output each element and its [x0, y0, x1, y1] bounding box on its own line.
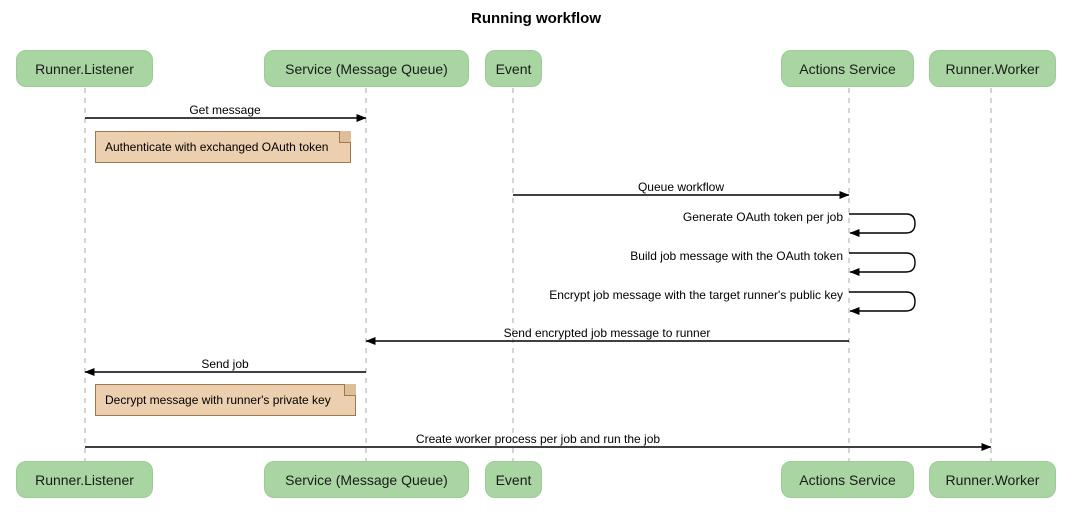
message-label-queue-workflow: Queue workflow [637, 180, 725, 194]
participant-service-mq-top[interactable]: Service (Message Queue) [264, 50, 469, 87]
participant-runner-worker-top[interactable]: Runner.Worker [929, 50, 1056, 87]
lifelines-group [84, 88, 992, 461]
note-text: Authenticate with exchanged OAuth token [105, 140, 329, 154]
note-fold-corner-icon [344, 384, 356, 396]
participant-label: Actions Service [799, 471, 896, 488]
participant-service-mq-bottom[interactable]: Service (Message Queue) [264, 461, 469, 498]
messages-group [84, 114, 992, 451]
message-selfloop-build-job-message-with-the-oauth-token [849, 252, 916, 276]
participant-label: Event [495, 60, 532, 77]
message-label-send-encrypted-job-message-to-runner: Send encrypted job message to runner [503, 326, 711, 340]
note-text: Decrypt message with runner's private ke… [105, 393, 331, 407]
message-selfloop-generate-oauth-token-per-job [849, 213, 916, 237]
participant-runner-listener-bottom[interactable]: Runner.Listener [16, 461, 153, 498]
participant-label: Runner.Listener [35, 60, 134, 77]
participant-event-top[interactable]: Event [485, 50, 542, 87]
note-fold-corner-icon [339, 131, 351, 143]
participant-label: Event [495, 471, 532, 488]
participant-runner-worker-bottom[interactable]: Runner.Worker [929, 461, 1056, 498]
message-label-generate-oauth-token-per-job: Generate OAuth token per job [682, 210, 843, 224]
participant-actions-service-top[interactable]: Actions Service [781, 50, 914, 87]
participant-label: Runner.Listener [35, 471, 134, 488]
note-decrypt-message-with-runners-private-key: Decrypt message with runner's private ke… [95, 384, 356, 416]
message-label-send-job: Send job [201, 357, 249, 371]
participant-actions-service-bottom[interactable]: Actions Service [781, 461, 914, 498]
message-label-build-job-message-with-the-oauth-token: Build job message with the OAuth token [630, 249, 843, 263]
participant-label: Service (Message Queue) [285, 471, 448, 488]
message-label-get-message: Get message [189, 103, 261, 117]
participant-label: Service (Message Queue) [285, 60, 448, 77]
message-label-create-worker-process-per-job-and-run-the-job: Create worker process per job and run th… [415, 432, 661, 446]
participant-label: Actions Service [799, 60, 896, 77]
participant-runner-listener-top[interactable]: Runner.Listener [16, 50, 153, 87]
participant-event-bottom[interactable]: Event [485, 461, 542, 498]
message-label-encrypt-job-message-with-the-target-runners-public-key: Encrypt job message with the target runn… [549, 288, 843, 302]
message-selfloop-encrypt-job-message-with-the-target-runners-public-key [849, 291, 916, 315]
note-authenticate-with-exchanged-oauth-token: Authenticate with exchanged OAuth token [95, 131, 351, 163]
diagram-title: Running workflow [471, 10, 601, 27]
participant-label: Runner.Worker [945, 471, 1040, 488]
participant-label: Runner.Worker [945, 60, 1040, 77]
